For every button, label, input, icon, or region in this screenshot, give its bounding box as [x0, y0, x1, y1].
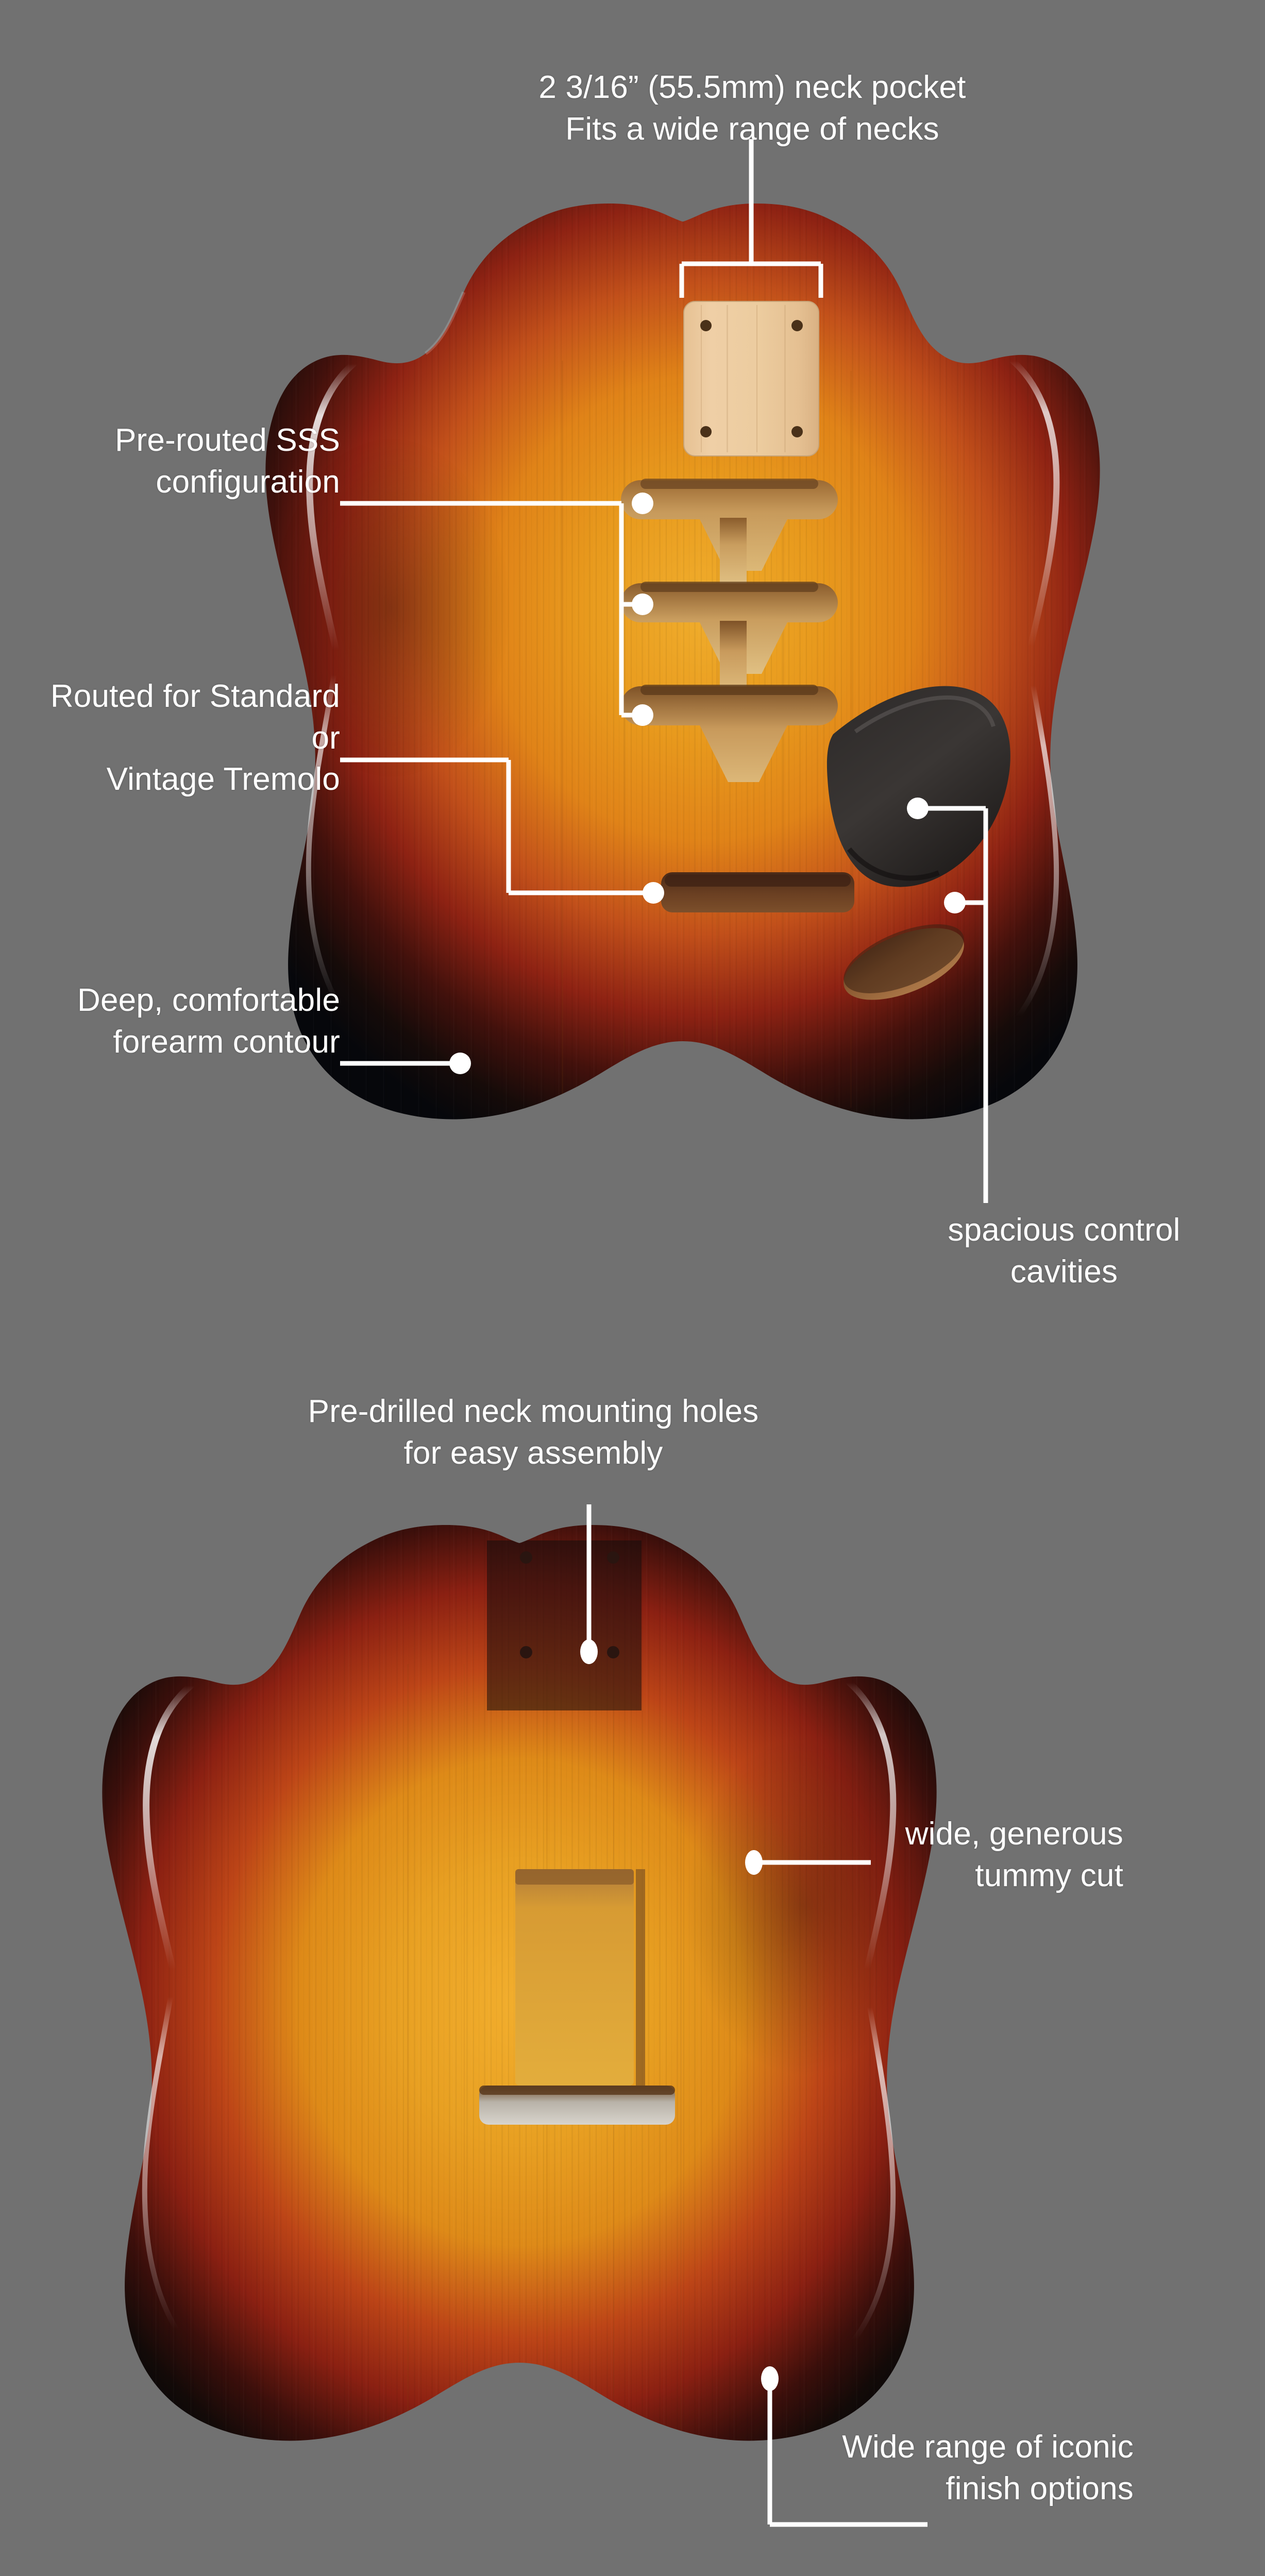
leader-dot-neck-pickup	[632, 493, 653, 514]
spring-cavity-side-shadow	[636, 1869, 645, 2086]
neck-mounting-hole	[607, 1551, 619, 1564]
leader-dot-finish-options	[761, 2366, 779, 2391]
callout-tummy-cut: wide, generous tummy cut	[905, 1816, 1123, 1893]
leader-control-cavities	[907, 798, 988, 1203]
neck-pocket-screw-hole	[700, 426, 712, 437]
callout-control-cavities: spacious control cavities	[948, 1212, 1180, 1290]
route-channel	[720, 621, 747, 688]
control-cavity	[827, 686, 1010, 887]
leader-lines	[340, 139, 988, 2527]
callout-forearm-contour: Deep, comfortable forearm contour	[77, 982, 340, 1060]
bridge-pickup-route	[621, 685, 838, 782]
callout-neck-mounting-holes: Pre-drilled neck mounting holes for easy…	[308, 1394, 759, 1471]
leader-dot-bridge-pickup	[632, 704, 653, 726]
leader-dot-tremolo-route	[643, 882, 664, 904]
leader-dot-jack-cavity	[944, 892, 966, 913]
back-gloss-highlight-lower-left	[142, 1994, 179, 2332]
route-channel	[720, 518, 747, 585]
neck-pocket	[683, 301, 819, 456]
leader-forearm-contour	[340, 1053, 471, 1074]
neck-pocket-screw-hole	[700, 320, 712, 331]
callout-finish-options: Wide range of iconic finish options	[842, 2429, 1134, 2506]
neck-plate-recess	[487, 1540, 642, 1710]
leader-dot-control-cavity	[907, 798, 929, 819]
neck-mounting-hole	[607, 1646, 619, 1658]
leader-tremolo-routing	[340, 757, 664, 904]
front-gloss-highlight-lower-left	[306, 672, 343, 1010]
leader-finish-options	[761, 2366, 927, 2527]
pickup-routes	[621, 479, 838, 782]
leader-sss-configuration	[340, 493, 653, 726]
tremolo-route	[661, 872, 854, 912]
leader-neck-mounting-holes	[580, 1504, 598, 1664]
callout-sss-configuration: Pre-routed SSS configuration	[114, 422, 340, 500]
leader-dot-neck-mounting-hole	[580, 1639, 598, 1664]
neck-mounting-hole	[520, 1646, 532, 1658]
spring-cavity-top-shadow	[515, 1869, 634, 1885]
leader-neck-pocket	[679, 139, 823, 298]
front-gloss-highlight-right	[1009, 358, 1060, 650]
neck-pocket-screw-hole	[791, 320, 803, 331]
control-cavity-edge	[854, 695, 996, 734]
jack-cavity	[844, 924, 964, 1000]
neck-mounting-holes	[520, 1551, 619, 1658]
neck-pocket-screw-hole	[791, 426, 803, 437]
back-gloss-highlight-left	[143, 1682, 194, 1973]
tremolo-spring-cavity	[515, 1869, 645, 2086]
control-cavity-shadow	[847, 847, 940, 881]
leader-dot-forearm-contour	[449, 1053, 471, 1074]
leader-dot-tummy-cut	[745, 1850, 763, 1875]
front-horn-highlight	[424, 291, 466, 355]
front-gloss-highlight-left	[306, 360, 357, 654]
callout-tremolo-routing: Routed for Standard or Vintage Tremolo	[50, 679, 340, 798]
back-gloss-highlight-lower-right	[852, 2005, 896, 2342]
tummy-cut-shading	[685, 1736, 922, 2076]
leader-tummy-cut	[745, 1850, 871, 1875]
front-gloss-highlight-lower-right	[1015, 683, 1059, 1020]
leader-dot-middle-pickup	[632, 594, 653, 615]
tremolo-claw-slot	[479, 2086, 675, 2125]
back-gloss-highlight-right	[846, 1680, 897, 1972]
back-body-view	[102, 1525, 937, 2441]
neck-mounting-hole	[520, 1551, 532, 1564]
callout-neck-pocket: 2 3/16” (55.5mm) neck pocket Fits a wide…	[538, 70, 966, 147]
